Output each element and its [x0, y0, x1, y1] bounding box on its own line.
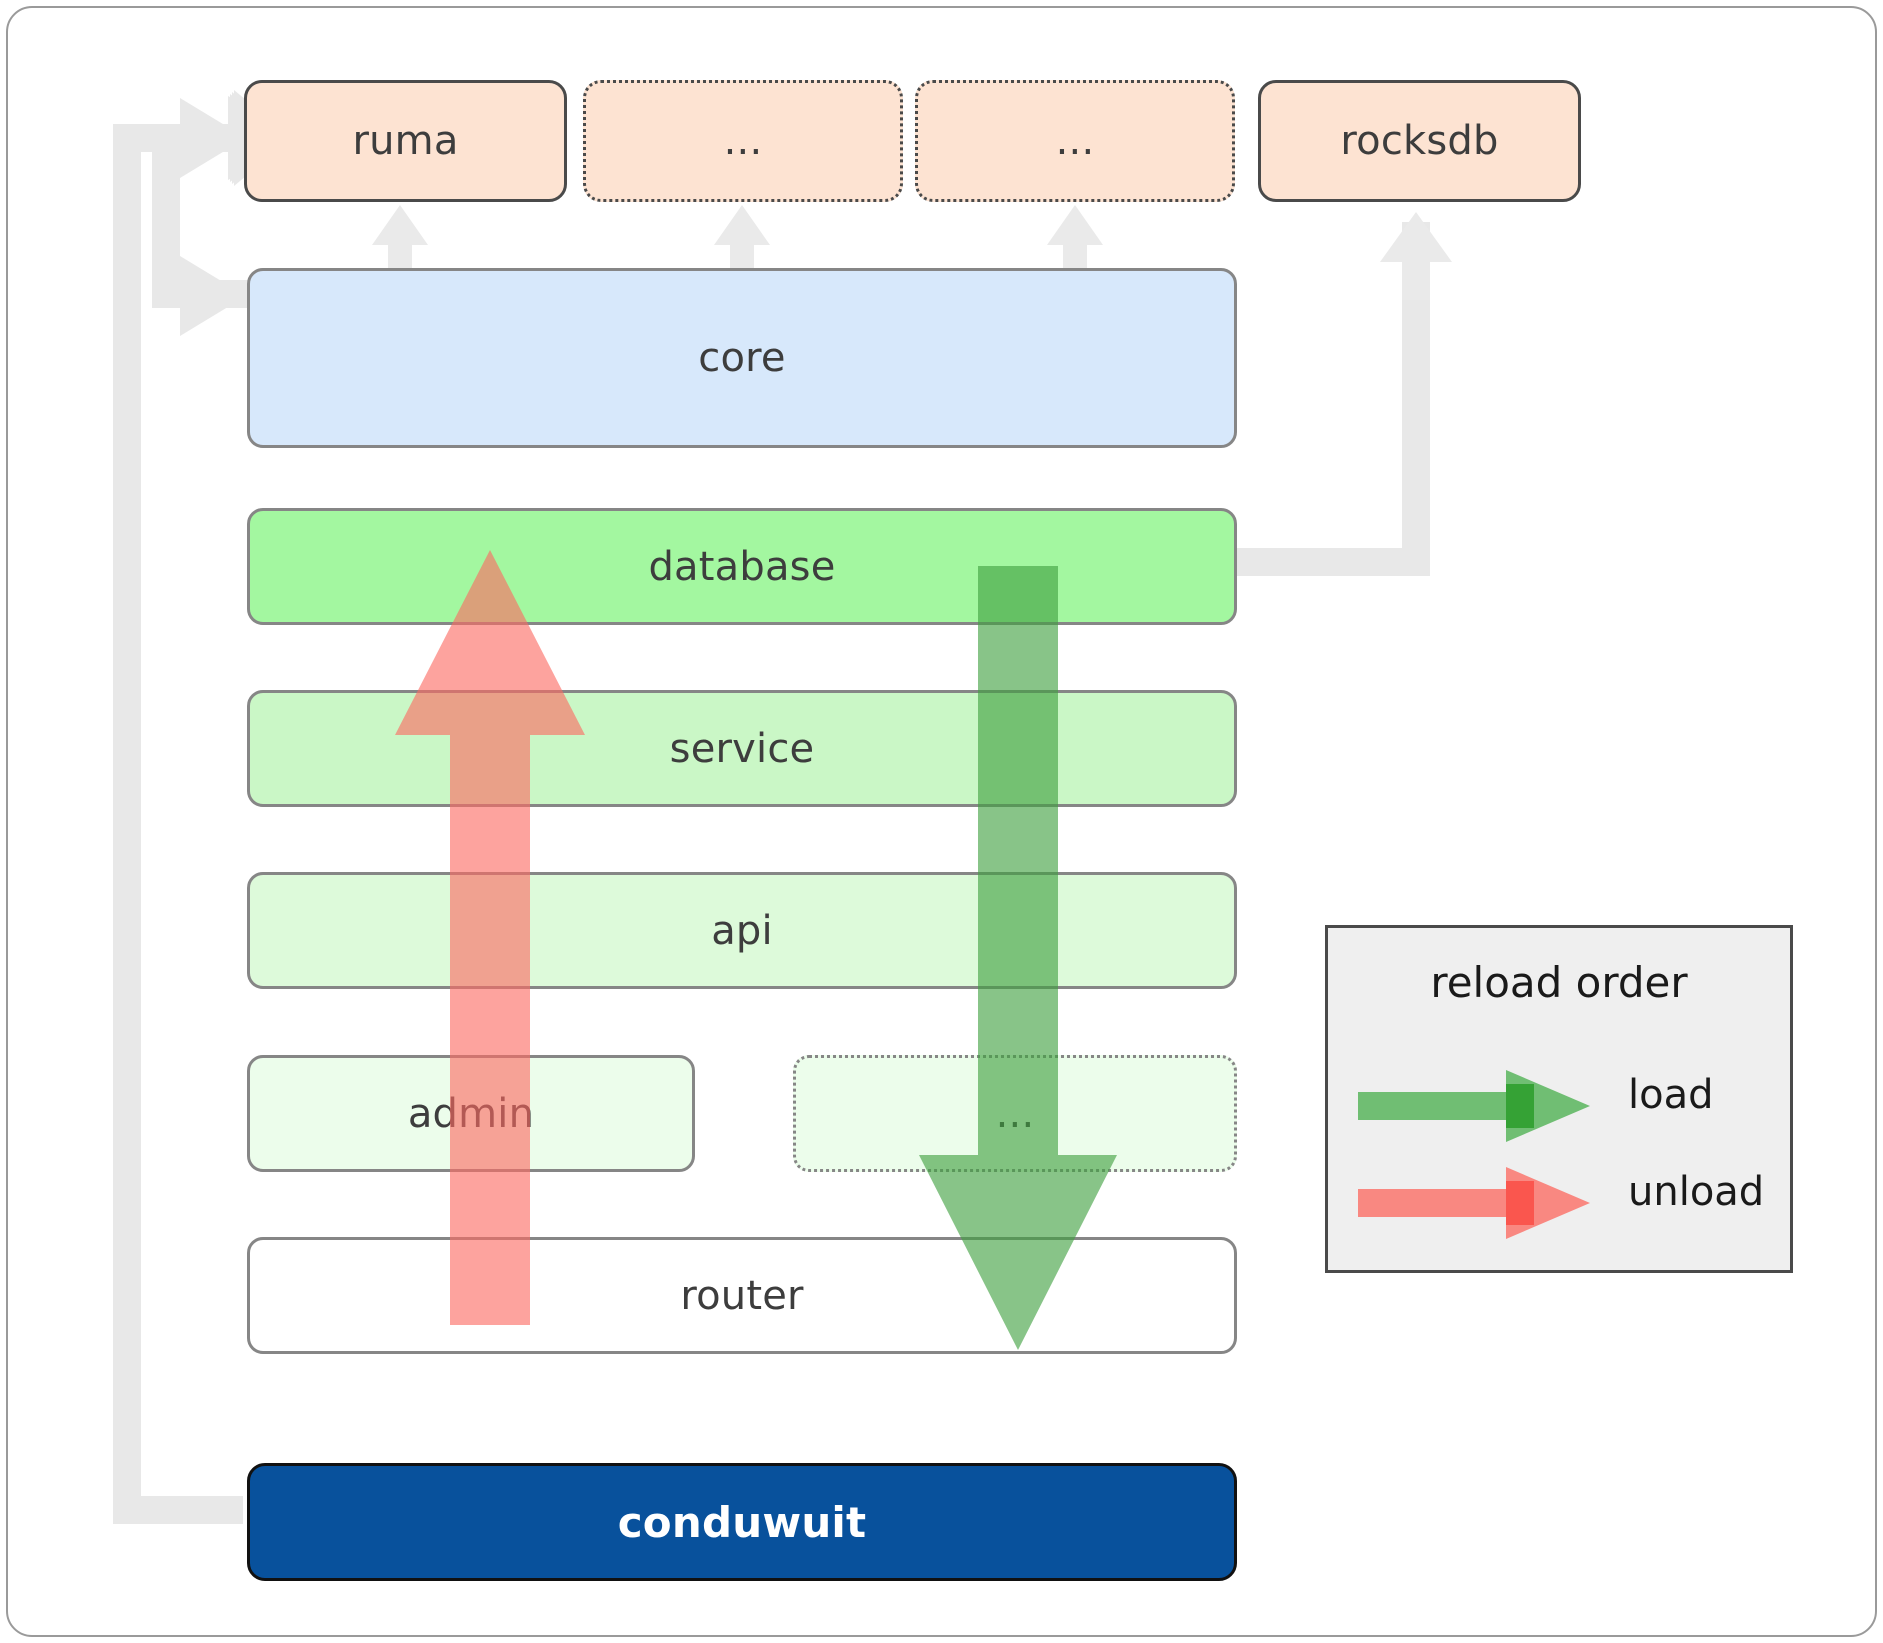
unload-arrow-icon — [1358, 1167, 1590, 1239]
layer-box-api[interactable]: api — [247, 872, 1237, 989]
dependency-label: rocksdb — [1340, 118, 1499, 164]
dependency-label: ... — [1055, 118, 1095, 164]
layer-label: api — [711, 907, 773, 954]
legend-title: reload order — [1430, 958, 1688, 1007]
layer-label: ... — [995, 1090, 1035, 1137]
connector-to-core-horizontal — [152, 280, 262, 308]
legend-label-load: load — [1628, 1072, 1714, 1118]
connector-left-bus-vertical — [113, 124, 141, 1524]
layer-label: service — [669, 725, 815, 772]
dependency-label: ... — [723, 118, 763, 164]
layer-box-admin[interactable]: admin — [247, 1055, 695, 1172]
connector-database-to-rocksdb-vertical — [1402, 222, 1430, 576]
legend-panel: reload order load unload — [1325, 925, 1793, 1273]
dependency-box-ellipsis-2[interactable]: ... — [915, 80, 1235, 202]
layer-label: admin — [407, 1090, 535, 1137]
layer-box-core[interactable]: core — [247, 268, 1237, 448]
connector-core-branch-vertical — [152, 138, 180, 308]
layer-label: router — [680, 1272, 804, 1319]
application-label: conduwuit — [617, 1497, 867, 1547]
layer-box-database[interactable]: database — [247, 508, 1237, 625]
connector-database-to-rocksdb-horizontal — [1236, 548, 1416, 576]
layer-label: database — [648, 543, 836, 590]
layer-box-ellipsis[interactable]: ... — [793, 1055, 1237, 1172]
application-box-conduwuit[interactable]: conduwuit — [247, 1463, 1237, 1581]
diagram-frame — [6, 6, 1877, 1637]
layer-box-service[interactable]: service — [247, 690, 1237, 807]
layer-label: core — [698, 335, 786, 381]
dependency-box-rocksdb[interactable]: rocksdb — [1258, 80, 1581, 202]
legend-item-unload: unload — [1328, 1163, 1790, 1243]
dependency-label: ruma — [352, 118, 459, 164]
dependency-box-ruma[interactable]: ruma — [244, 80, 567, 202]
load-arrow-icon — [1358, 1070, 1590, 1142]
legend-label-unload: unload — [1628, 1169, 1765, 1215]
layer-box-router[interactable]: router — [247, 1237, 1237, 1354]
legend-item-load: load — [1328, 1066, 1790, 1146]
connector-left-bus-bottom — [113, 1496, 243, 1524]
dependency-box-ellipsis-1[interactable]: ... — [583, 80, 903, 202]
connector-to-ruma-horizontal — [113, 124, 263, 152]
